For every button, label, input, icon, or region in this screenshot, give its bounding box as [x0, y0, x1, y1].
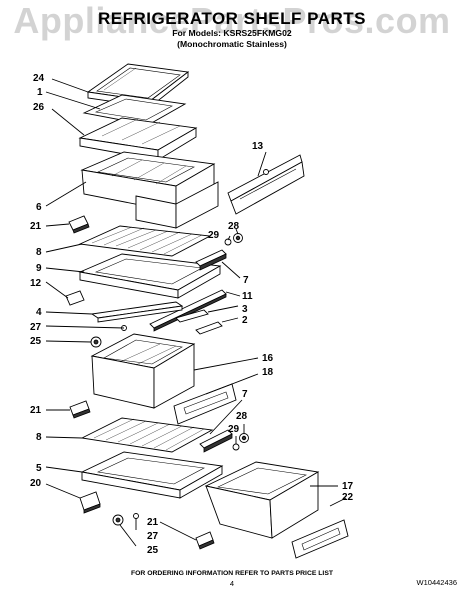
part-7-slide-rail	[199, 429, 233, 453]
callout-27: 27	[30, 322, 42, 333]
model-line: For Models: KSRS25FKMG02	[172, 28, 292, 38]
part-4-rail	[90, 301, 184, 323]
part-21-bracket	[69, 400, 91, 419]
callout-4: 4	[36, 307, 42, 318]
callout-28: 28	[228, 221, 240, 232]
finish-line: (Monochromatic Stainless)	[177, 39, 287, 49]
leader-lines	[45, 78, 347, 547]
callout-labels: 24 1 26 13 6 21 29 28 8 9 7 12 11 4 3 2 …	[30, 73, 354, 556]
part-8-shelf	[78, 225, 212, 257]
page-number: 4	[229, 579, 235, 588]
part-7-slide-rail	[195, 249, 227, 271]
part-11-rail	[149, 289, 227, 332]
part-21-bracket	[195, 531, 215, 550]
part-28-cap	[239, 433, 249, 443]
part-9-frame	[78, 253, 222, 299]
part-13-rail	[227, 154, 305, 215]
callout-11: 11	[242, 291, 253, 302]
callout-13: 13	[252, 141, 264, 152]
callout-29: 29	[208, 230, 220, 241]
part-29-screw	[232, 443, 240, 451]
callout-1: 1	[37, 87, 43, 98]
callout-8: 8	[36, 432, 42, 443]
part-16-crisper-drawer	[90, 333, 196, 409]
callout-2: 2	[242, 315, 248, 326]
callout-28: 28	[236, 411, 248, 422]
part-25-roller	[112, 514, 124, 526]
part-12-clip	[65, 290, 85, 306]
part-8-shelf	[80, 417, 214, 453]
callout-21: 21	[30, 405, 42, 416]
part-17-pan-drawer	[204, 461, 320, 539]
callout-18: 18	[262, 367, 274, 378]
callout-9: 9	[36, 263, 42, 274]
part-20-clip	[79, 491, 101, 514]
part-2-bracket	[195, 321, 223, 335]
callout-12: 12	[30, 278, 42, 289]
callout-3: 3	[242, 304, 248, 315]
callout-27: 27	[147, 531, 159, 542]
callout-7: 7	[243, 275, 249, 286]
callout-7: 7	[242, 389, 248, 400]
callout-24: 24	[33, 73, 45, 84]
callout-25: 25	[147, 545, 159, 556]
callout-21: 21	[30, 221, 42, 232]
part-5-frame	[80, 451, 224, 499]
callout-6: 6	[36, 202, 42, 213]
part-21-bracket	[68, 215, 90, 234]
part-28-cap	[233, 233, 243, 243]
page-title: REFRIGERATOR SHELF PARTS	[98, 9, 366, 28]
document-number: W10442436	[416, 578, 457, 587]
callout-8: 8	[36, 247, 42, 258]
part-6-deli-drawer	[80, 151, 219, 229]
part-3-bracket	[175, 309, 209, 323]
callout-5: 5	[36, 463, 42, 474]
callout-26: 26	[33, 102, 45, 113]
callout-25: 25	[30, 336, 42, 347]
callout-29: 29	[228, 424, 240, 435]
ordering-note: FOR ORDERING INFORMATION REFER TO PARTS …	[130, 570, 334, 577]
callout-21: 21	[147, 517, 159, 528]
callout-16: 16	[262, 353, 274, 364]
callout-22: 22	[342, 492, 354, 503]
part-22-drawer-front	[291, 519, 349, 559]
part-25-roller	[90, 336, 102, 348]
callout-20: 20	[30, 478, 42, 489]
part-27-screw	[133, 513, 139, 519]
callout-17: 17	[342, 481, 354, 492]
